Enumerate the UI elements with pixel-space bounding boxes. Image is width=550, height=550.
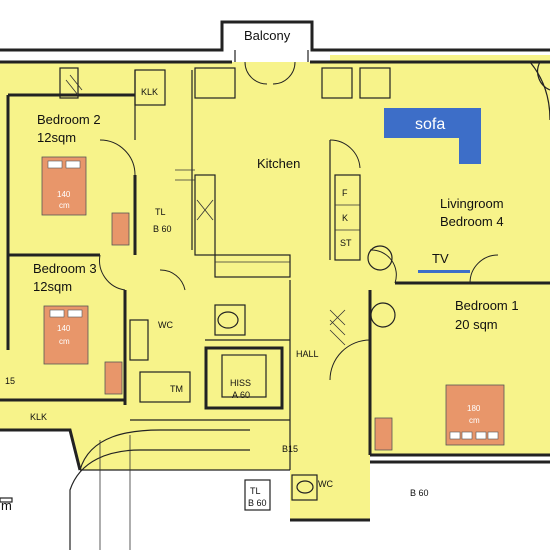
nightstand-bedroom-1 [374,417,393,451]
label-wc-2: WC [318,479,333,489]
stairwell [69,429,250,550]
elevator-shaft [204,346,284,410]
interior-walls [0,70,550,471]
label-tv: TV [432,251,449,266]
closet-klk-top [65,69,166,106]
label-tl-bottom-sub: B 60 [248,498,267,508]
label-hiss: HISS [230,378,251,388]
label-bed1-unit: cm [469,416,480,425]
label-bedroom-1-name: Bedroom 1 [455,298,519,313]
windows-top [59,61,550,121]
sofa [384,108,481,164]
label-tl-bottom: TL [250,486,261,496]
label-bed3-unit: cm [59,337,70,346]
exterior-walls [0,20,550,522]
label-tl-top-sub: B 60 [153,224,172,234]
label-kitchen: Kitchen [257,156,300,171]
label-f: F [342,188,348,198]
label-b60: B 60 [410,488,429,498]
label-klk-bottom: KLK [30,412,47,422]
label-bedroom-1-area: 20 sqm [455,317,498,332]
label-tl-top: TL [155,207,166,217]
label-bed2-size: 140 [57,190,71,199]
label-bed2-unit: cm [59,201,70,210]
tv [418,270,470,273]
label-bedroom-4: Bedroom 4 [440,214,504,229]
label-edge-m: m [1,498,12,513]
label-bed3-size: 140 [57,324,71,333]
label-bedroom-3-name: Bedroom 3 [33,261,97,276]
bed-bedroom-3 [43,305,89,365]
door-swings [99,139,499,381]
kitchen-counters [175,169,361,278]
bed-bedroom-2 [41,156,87,216]
label-balcony: Balcony [244,28,291,43]
bathroom-fixtures [129,304,318,511]
nightstand-bedroom-3 [104,361,123,395]
label-hiss-sub: A 60 [232,390,250,400]
label-livingroom: Livingroom [440,196,504,211]
label-tm: TM [170,384,183,394]
label-st: ST [340,238,352,248]
balcony-area [234,50,309,85]
label-wc-1: WC [158,320,173,330]
label-bedroom-2-name: Bedroom 2 [37,112,101,127]
label-k: K [342,213,348,223]
label-15: 15 [5,376,15,386]
label-bed1-size: 180 [467,404,481,413]
label-sofa: sofa [415,116,445,133]
floor-fill [0,55,550,520]
label-hall: HALL [296,349,319,359]
nightstand-bedroom-2 [111,212,130,246]
hall-markings [329,309,346,346]
label-bedroom-2-area: 12sqm [37,130,76,145]
bed-bedroom-1 [445,384,505,446]
label-b15: B15 [282,444,298,454]
label-klk-top: KLK [141,87,158,97]
label-bedroom-3-area: 12sqm [33,279,72,294]
